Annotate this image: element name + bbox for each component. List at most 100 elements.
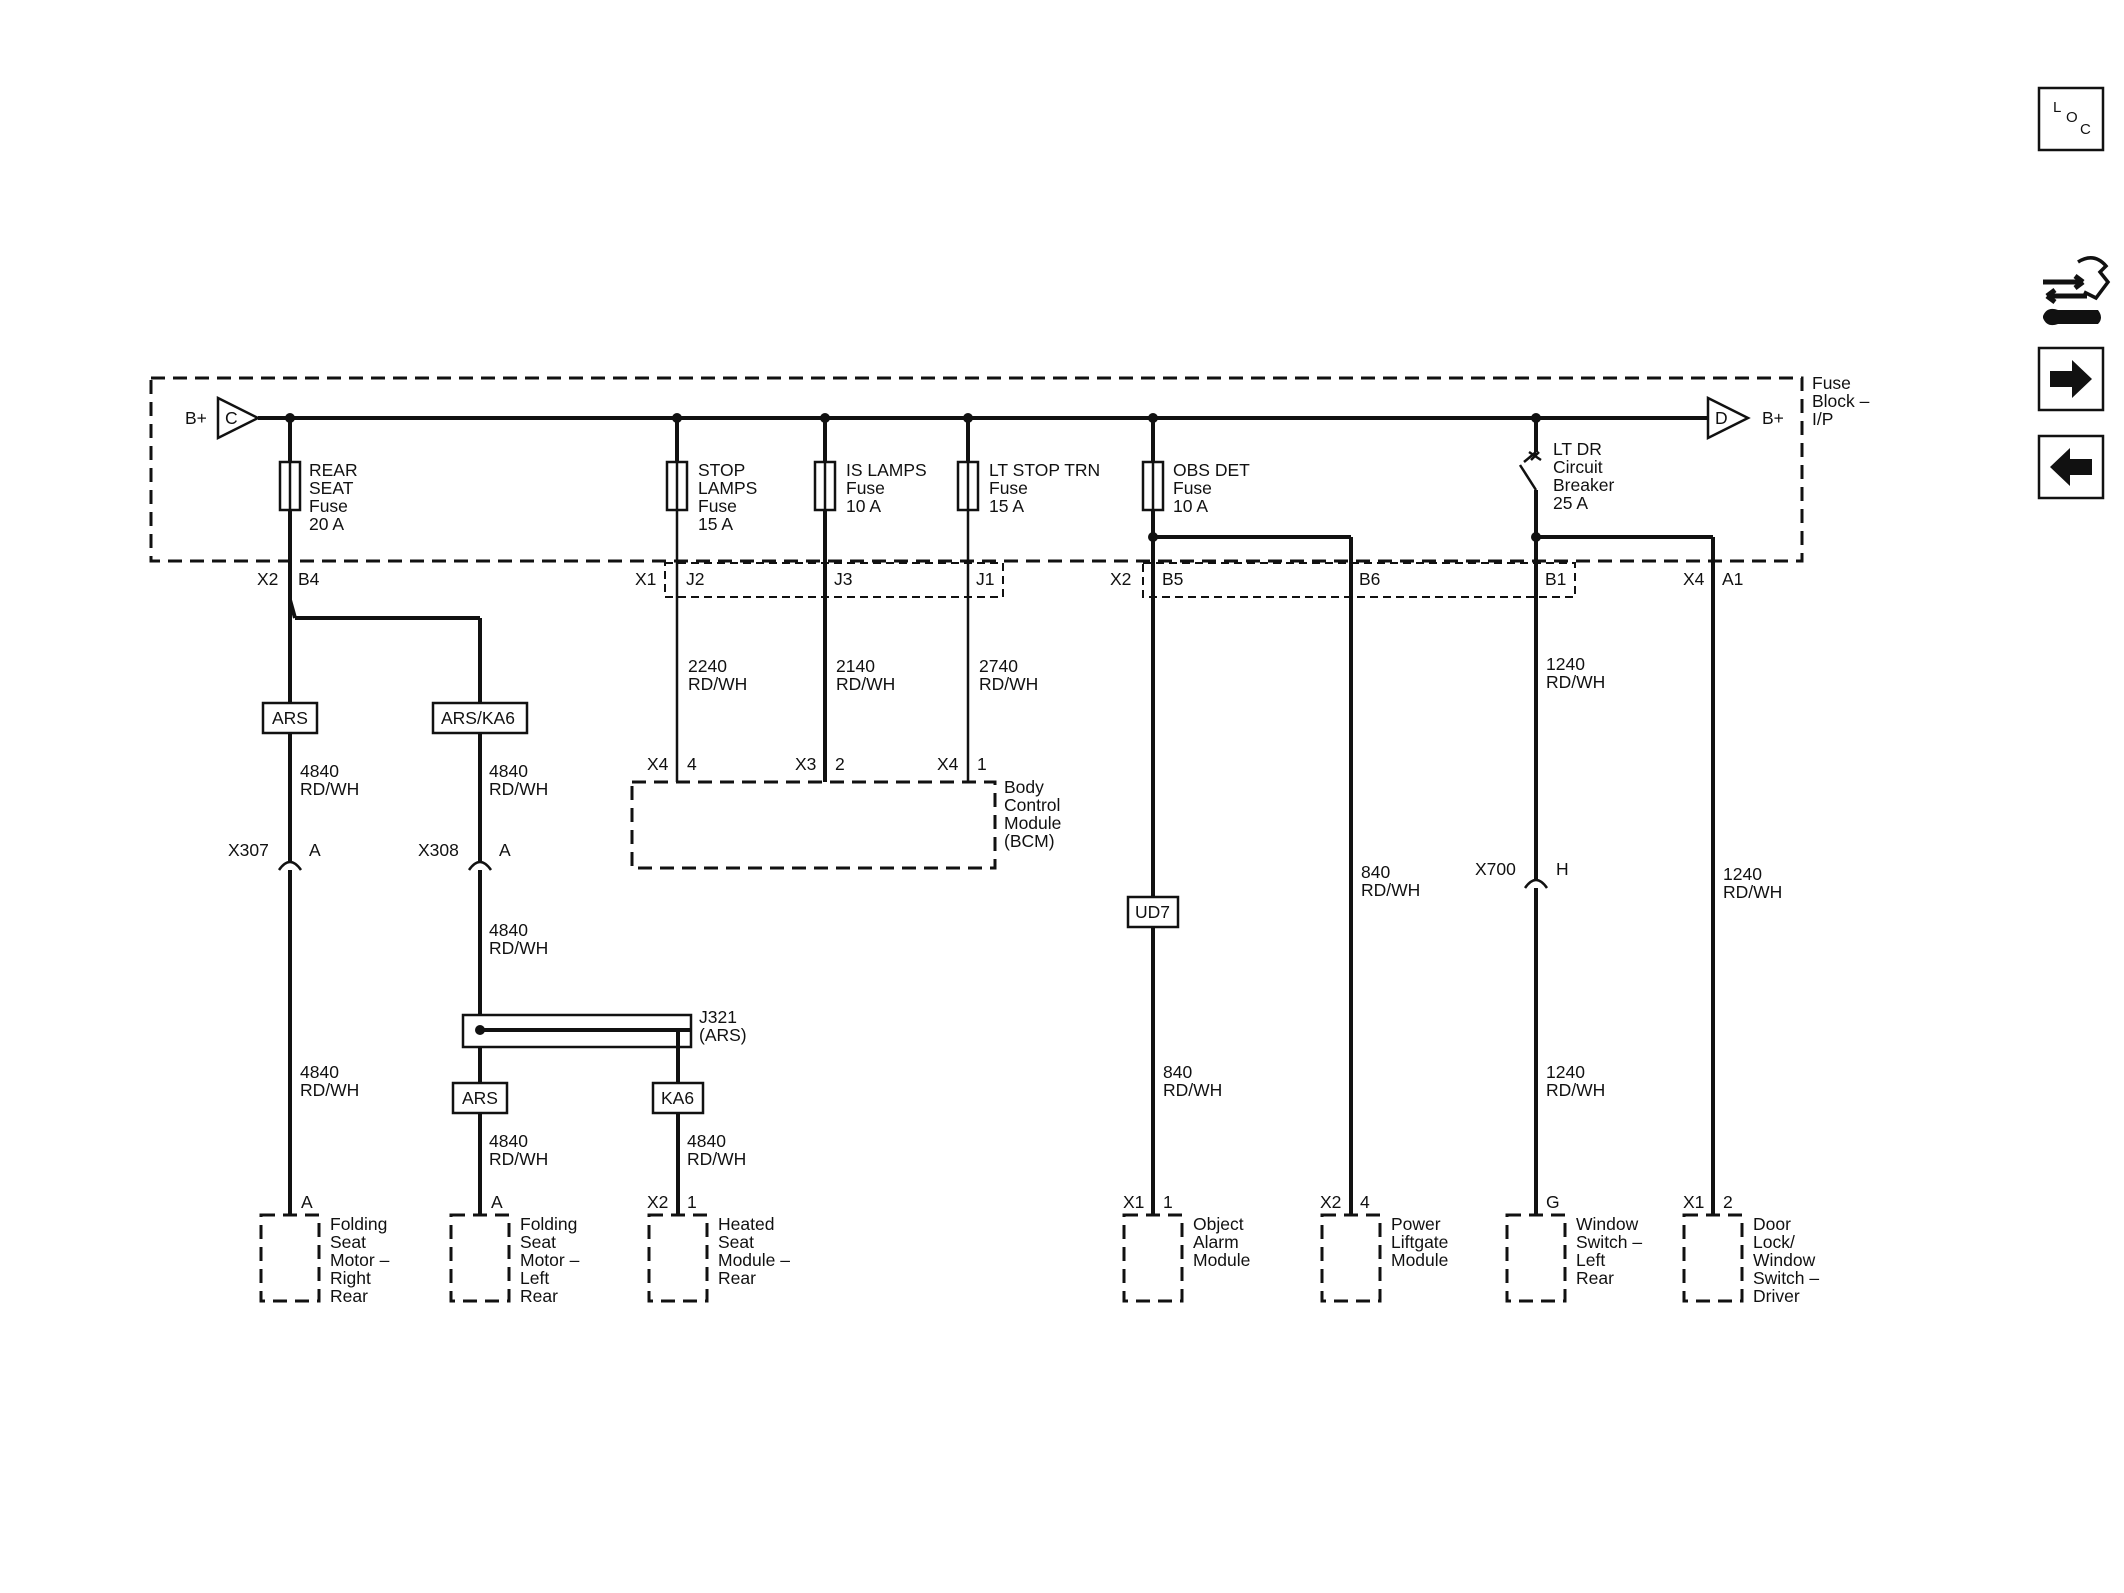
- lt-stop-trn-fuse-label-1: LT STOP TRN: [989, 460, 1100, 480]
- wire-1240-a1-number: 1240: [1723, 864, 1762, 884]
- folding-seat-left-pin: A: [491, 1192, 503, 1212]
- loc-letter-o: O: [2066, 109, 2078, 126]
- forward-button[interactable]: [2037, 346, 2105, 412]
- window-switch-label-4: Rear: [1576, 1268, 1614, 1288]
- obs-det-circuits: UD7 840 RD/WH 840 RD/WH: [1126, 862, 1420, 1100]
- wire-4840-b-color: RD/WH: [489, 779, 548, 799]
- door-lock-label-4: Switch –: [1753, 1268, 1819, 1288]
- option-ars-ka6-label: ARS/KA6: [441, 708, 515, 728]
- bcm-label-1: Body: [1004, 777, 1044, 797]
- object-alarm-label-3: Module: [1193, 1250, 1250, 1270]
- wire-840-obj-color: RD/WH: [1163, 1080, 1222, 1100]
- rear-seat-fuse-label-4: 20 A: [309, 514, 344, 534]
- pin-b4: B4: [298, 569, 320, 589]
- connector-x308-pin: A: [499, 840, 511, 860]
- obs-det-fuse-label-1: OBS DET: [1173, 460, 1250, 480]
- wire-1240-bot-color: RD/WH: [1546, 1080, 1605, 1100]
- fuse-block-label-2: Block –: [1812, 391, 1870, 411]
- wire-4840-d-number: 4840: [300, 1062, 339, 1082]
- lt-dr-breaker-label-2: Circuit: [1553, 457, 1603, 477]
- option-ars-label: ARS: [272, 708, 308, 728]
- pin-x2b: X2: [1110, 569, 1131, 589]
- object-alarm-pin: 1: [1163, 1192, 1173, 1212]
- loc-letter-l: L: [2053, 99, 2061, 116]
- power-liftgate-label-1: Power: [1391, 1214, 1441, 1234]
- connector-x307-pin: A: [309, 840, 321, 860]
- wire-4840-c-color: RD/WH: [489, 938, 548, 958]
- wire-4840-e-color: RD/WH: [489, 1149, 548, 1169]
- power-liftgate-label-3: Module: [1391, 1250, 1448, 1270]
- option-ars-box: [261, 701, 319, 735]
- wire-4840-f-color: RD/WH: [687, 1149, 746, 1169]
- connector-x308-symbol: [467, 860, 493, 871]
- pin-b1: B1: [1545, 569, 1566, 589]
- folding-seat-right-label-1: Folding: [330, 1214, 387, 1234]
- folding-seat-left-label-1: Folding: [520, 1214, 577, 1234]
- bcm-pin-x3: X3: [795, 754, 816, 774]
- object-alarm-conn: X1: [1123, 1192, 1144, 1212]
- connector-x700-label: X700: [1475, 859, 1516, 879]
- folding-seat-right-pin: A: [301, 1192, 313, 1212]
- bcm-label-4: (BCM): [1004, 831, 1055, 851]
- fuse-block-pins: X2 B4 X1 J2 J3 J1 X2 B5 B6 B1 X4 A1: [257, 562, 1743, 598]
- component-door-lock-window-switch-driver: X1 2 Door Lock/ Window Switch – Driver: [1682, 1192, 1819, 1306]
- connector-x2-outline: [1142, 562, 1576, 598]
- wire-2740-number: 2740: [979, 656, 1018, 676]
- stop-lamps-fuse-label-1: STOP: [698, 460, 745, 480]
- option-ars-ka6-box: [431, 701, 529, 735]
- wire-2240-color: RD/WH: [688, 674, 747, 694]
- bcm-pin-x4a: X4: [647, 754, 669, 774]
- component-folding-seat-left: A Folding Seat Motor – Left Rear: [449, 1192, 580, 1306]
- rear-seat-circuit: ARS ARS/KA6 4840 RD/WH 4840 RD/WH X307 A…: [228, 599, 747, 1215]
- wrench-arrows-icon[interactable]: [2043, 256, 2111, 326]
- component-folding-seat-right: A Folding Seat Motor – Right Rear: [259, 1192, 390, 1306]
- pin-j2: J2: [686, 569, 704, 589]
- bcm-pin-4: 4: [687, 754, 697, 774]
- option-ud7-box: [1126, 895, 1180, 929]
- power-liftgate-conn: X2: [1320, 1192, 1341, 1212]
- fuse-block: Fuse Block – I/P C B+ D B+ REAR SEAT Fus…: [149, 373, 1870, 1215]
- pin-j3: J3: [834, 569, 852, 589]
- door-lock-pin: 2: [1723, 1192, 1733, 1212]
- b-plus-left: B+: [185, 408, 207, 428]
- location-button[interactable]: L O C: [2037, 86, 2105, 152]
- component-object-alarm-module: X1 1 Object Alarm Module: [1122, 1192, 1250, 1303]
- fuse-block-outline: [149, 376, 1804, 563]
- bcm-label-3: Module: [1004, 813, 1061, 833]
- component-power-liftgate-module: X2 4 Power Liftgate Module: [1320, 1192, 1448, 1303]
- wire-1240-a1-color: RD/WH: [1723, 882, 1782, 902]
- heated-seat-pin: 1: [687, 1192, 697, 1212]
- connector-c-symbol: [216, 395, 261, 441]
- connector-x307-symbol: [277, 860, 303, 871]
- is-lamps-fuse-label-2: Fuse: [846, 478, 885, 498]
- heated-seat-label-2: Seat: [718, 1232, 754, 1252]
- door-lock-label-3: Window: [1753, 1250, 1816, 1270]
- wire-4840-e-number: 4840: [489, 1131, 528, 1151]
- option-ars-2-box: [451, 1081, 509, 1115]
- pin-a1: A1: [1722, 569, 1743, 589]
- loc-letter-c: C: [2080, 121, 2091, 138]
- lt-dr-breaker-label-1: LT DR: [1553, 439, 1602, 459]
- object-alarm-label-2: Alarm: [1193, 1232, 1239, 1252]
- lt-stop-trn-fuse-label-3: 15 A: [989, 496, 1024, 516]
- door-lock-conn: X1: [1683, 1192, 1704, 1212]
- wire-2740-color: RD/WH: [979, 674, 1038, 694]
- wire-2240-number: 2240: [688, 656, 727, 676]
- component-heated-seat-module: X2 1 Heated Seat Module – Rear: [647, 1192, 790, 1303]
- folding-seat-left-label-5: Rear: [520, 1286, 558, 1306]
- window-switch-label-3: Left: [1576, 1250, 1605, 1270]
- wire-4840-c-number: 4840: [489, 920, 528, 940]
- wire-4840-f-number: 4840: [687, 1131, 726, 1151]
- stop-lamps-fuse-label-3: Fuse: [698, 496, 737, 516]
- connector-d-symbol: [1706, 395, 1751, 441]
- heated-seat-label-4: Rear: [718, 1268, 756, 1288]
- is-lamps-fuse-label-3: 10 A: [846, 496, 881, 516]
- heated-seat-label-3: Module –: [718, 1250, 790, 1270]
- pin-j1: J1: [976, 569, 994, 589]
- pin-x4: X4: [1683, 569, 1705, 589]
- back-button[interactable]: [2037, 434, 2105, 500]
- rear-seat-fuse-label-3: Fuse: [309, 496, 348, 516]
- arrow-right-icon: [2050, 360, 2092, 398]
- folding-seat-left-label-3: Motor –: [520, 1250, 580, 1270]
